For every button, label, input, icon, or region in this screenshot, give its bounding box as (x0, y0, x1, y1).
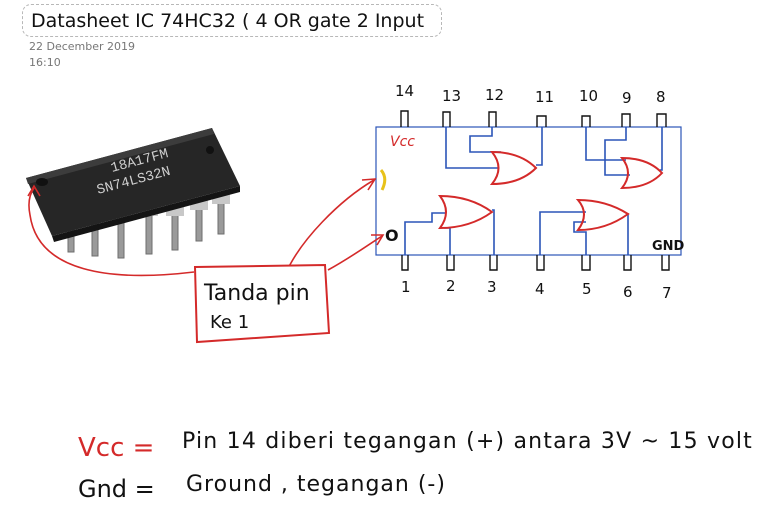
title-box[interactable]: Datasheet IC 74HC32 ( 4 OR gate 2 Input (22, 4, 442, 37)
pin-label-9: 9 (622, 89, 632, 107)
arrow-to-chip-dot (28, 187, 195, 277)
or-gate-2 (619, 156, 664, 190)
pin-label-2: 2 (446, 277, 456, 295)
callout-arrows (27, 178, 385, 277)
or-gate-1 (489, 150, 538, 186)
gnd-pin-label: GND (652, 239, 685, 254)
note-date: 22 December 2019 (29, 40, 136, 53)
or-gates (438, 150, 664, 232)
vcc-pin-label: Vcc (390, 134, 415, 150)
pin1-notch-marker: O (385, 226, 399, 245)
pin-label-10: 10 (579, 87, 598, 105)
or-gate-3 (438, 194, 494, 230)
ic-pin-diagram: 14 13 12 11 10 9 8 1 2 3 4 5 6 7 (375, 82, 685, 302)
pin-label-7: 7 (662, 284, 672, 302)
or-gate-4 (575, 198, 630, 232)
pin-label-5: 5 (582, 280, 592, 298)
callout-box (193, 263, 331, 344)
handwritten-notes: Vcc = Pin 14 diberi tegangan (+) antara … (78, 429, 753, 503)
gate-wiring (404, 127, 663, 255)
vcc-note-text: Pin 14 diberi tegangan (+) antara 3V ~ 1… (182, 429, 753, 454)
pin-label-3: 3 (487, 278, 497, 296)
arrow-to-pin1-marker (327, 235, 383, 271)
pin-label-4: 4 (535, 280, 545, 298)
ic-body-outline (375, 126, 682, 256)
top-pin-stubs (400, 110, 667, 127)
gnd-note-text: Ground , tegangan (-) (186, 472, 446, 497)
pin-label-8: 8 (656, 88, 666, 106)
pin-label-12: 12 (485, 86, 504, 104)
arrow-to-ic-notch (284, 179, 375, 276)
callout-line-2: Ke 1 (210, 312, 249, 333)
pin-label-13: 13 (442, 87, 461, 105)
page-title[interactable]: Datasheet IC 74HC32 ( 4 OR gate 2 Input (31, 10, 425, 32)
gnd-note-key: Gnd = (78, 475, 155, 503)
callout-line-1: Tanda pin (203, 281, 310, 306)
vcc-note-key: Vcc = (78, 433, 154, 463)
orientation-notch-mark (379, 169, 387, 191)
pin-label-1: 1 (401, 278, 411, 296)
chip-photo: 18A17FM SN74LS32N (26, 128, 240, 259)
bottom-pin-stubs (401, 255, 670, 271)
pin-label-6: 6 (623, 283, 633, 301)
pin-label-14: 14 (395, 82, 414, 100)
note-time: 16:10 (29, 56, 61, 69)
pin-label-11: 11 (535, 88, 554, 106)
